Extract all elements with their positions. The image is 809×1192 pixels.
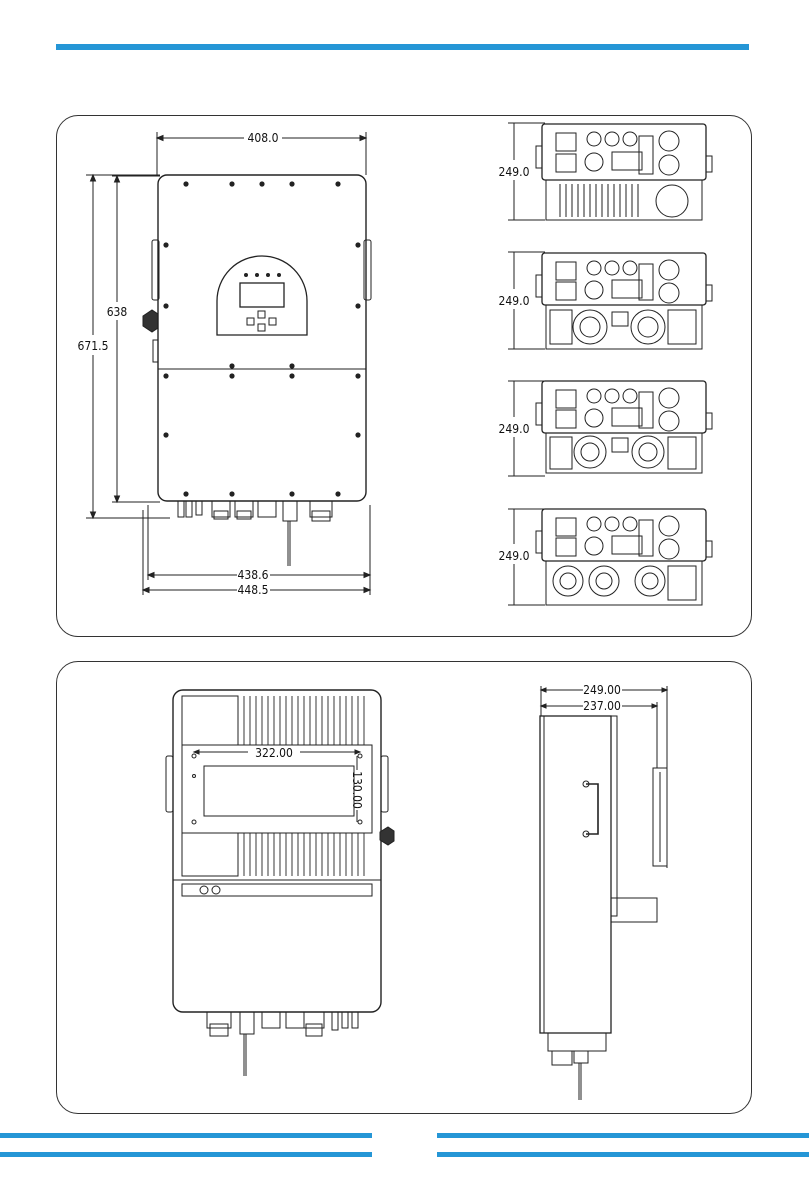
bottom-view-1: 249.0 xyxy=(499,123,712,220)
front-view: 408.0 671.5 638 xyxy=(78,131,371,597)
bottom-view-3: 249.0 xyxy=(499,381,712,476)
dim-height-inner: 638 xyxy=(107,305,128,319)
dim-depth-4: 249.0 xyxy=(499,549,530,563)
bottom-view-2: 249.0 xyxy=(499,252,712,349)
side-view: 249.00 237.00 xyxy=(540,683,667,1100)
dim-width-bottom-1: 438.6 xyxy=(238,568,269,582)
dim-width-bottom-2: 448.5 xyxy=(238,583,269,597)
dim-side-depth-body: 237.00 xyxy=(583,699,621,713)
dim-bracket-height: 130.00 xyxy=(350,771,364,809)
dim-side-depth-total: 249.00 xyxy=(583,683,621,697)
dim-depth-3: 249.0 xyxy=(499,422,530,436)
dim-width-top: 408.0 xyxy=(248,131,279,145)
dim-depth-1: 249.0 xyxy=(499,165,530,179)
dim-depth-2: 249.0 xyxy=(499,294,530,308)
rear-view: 322.00 130.00 xyxy=(166,690,394,1076)
bottom-view-4: 249.0 xyxy=(499,509,712,605)
dim-bracket-width: 322.00 xyxy=(255,746,293,760)
dim-height-total: 671.5 xyxy=(78,339,109,353)
